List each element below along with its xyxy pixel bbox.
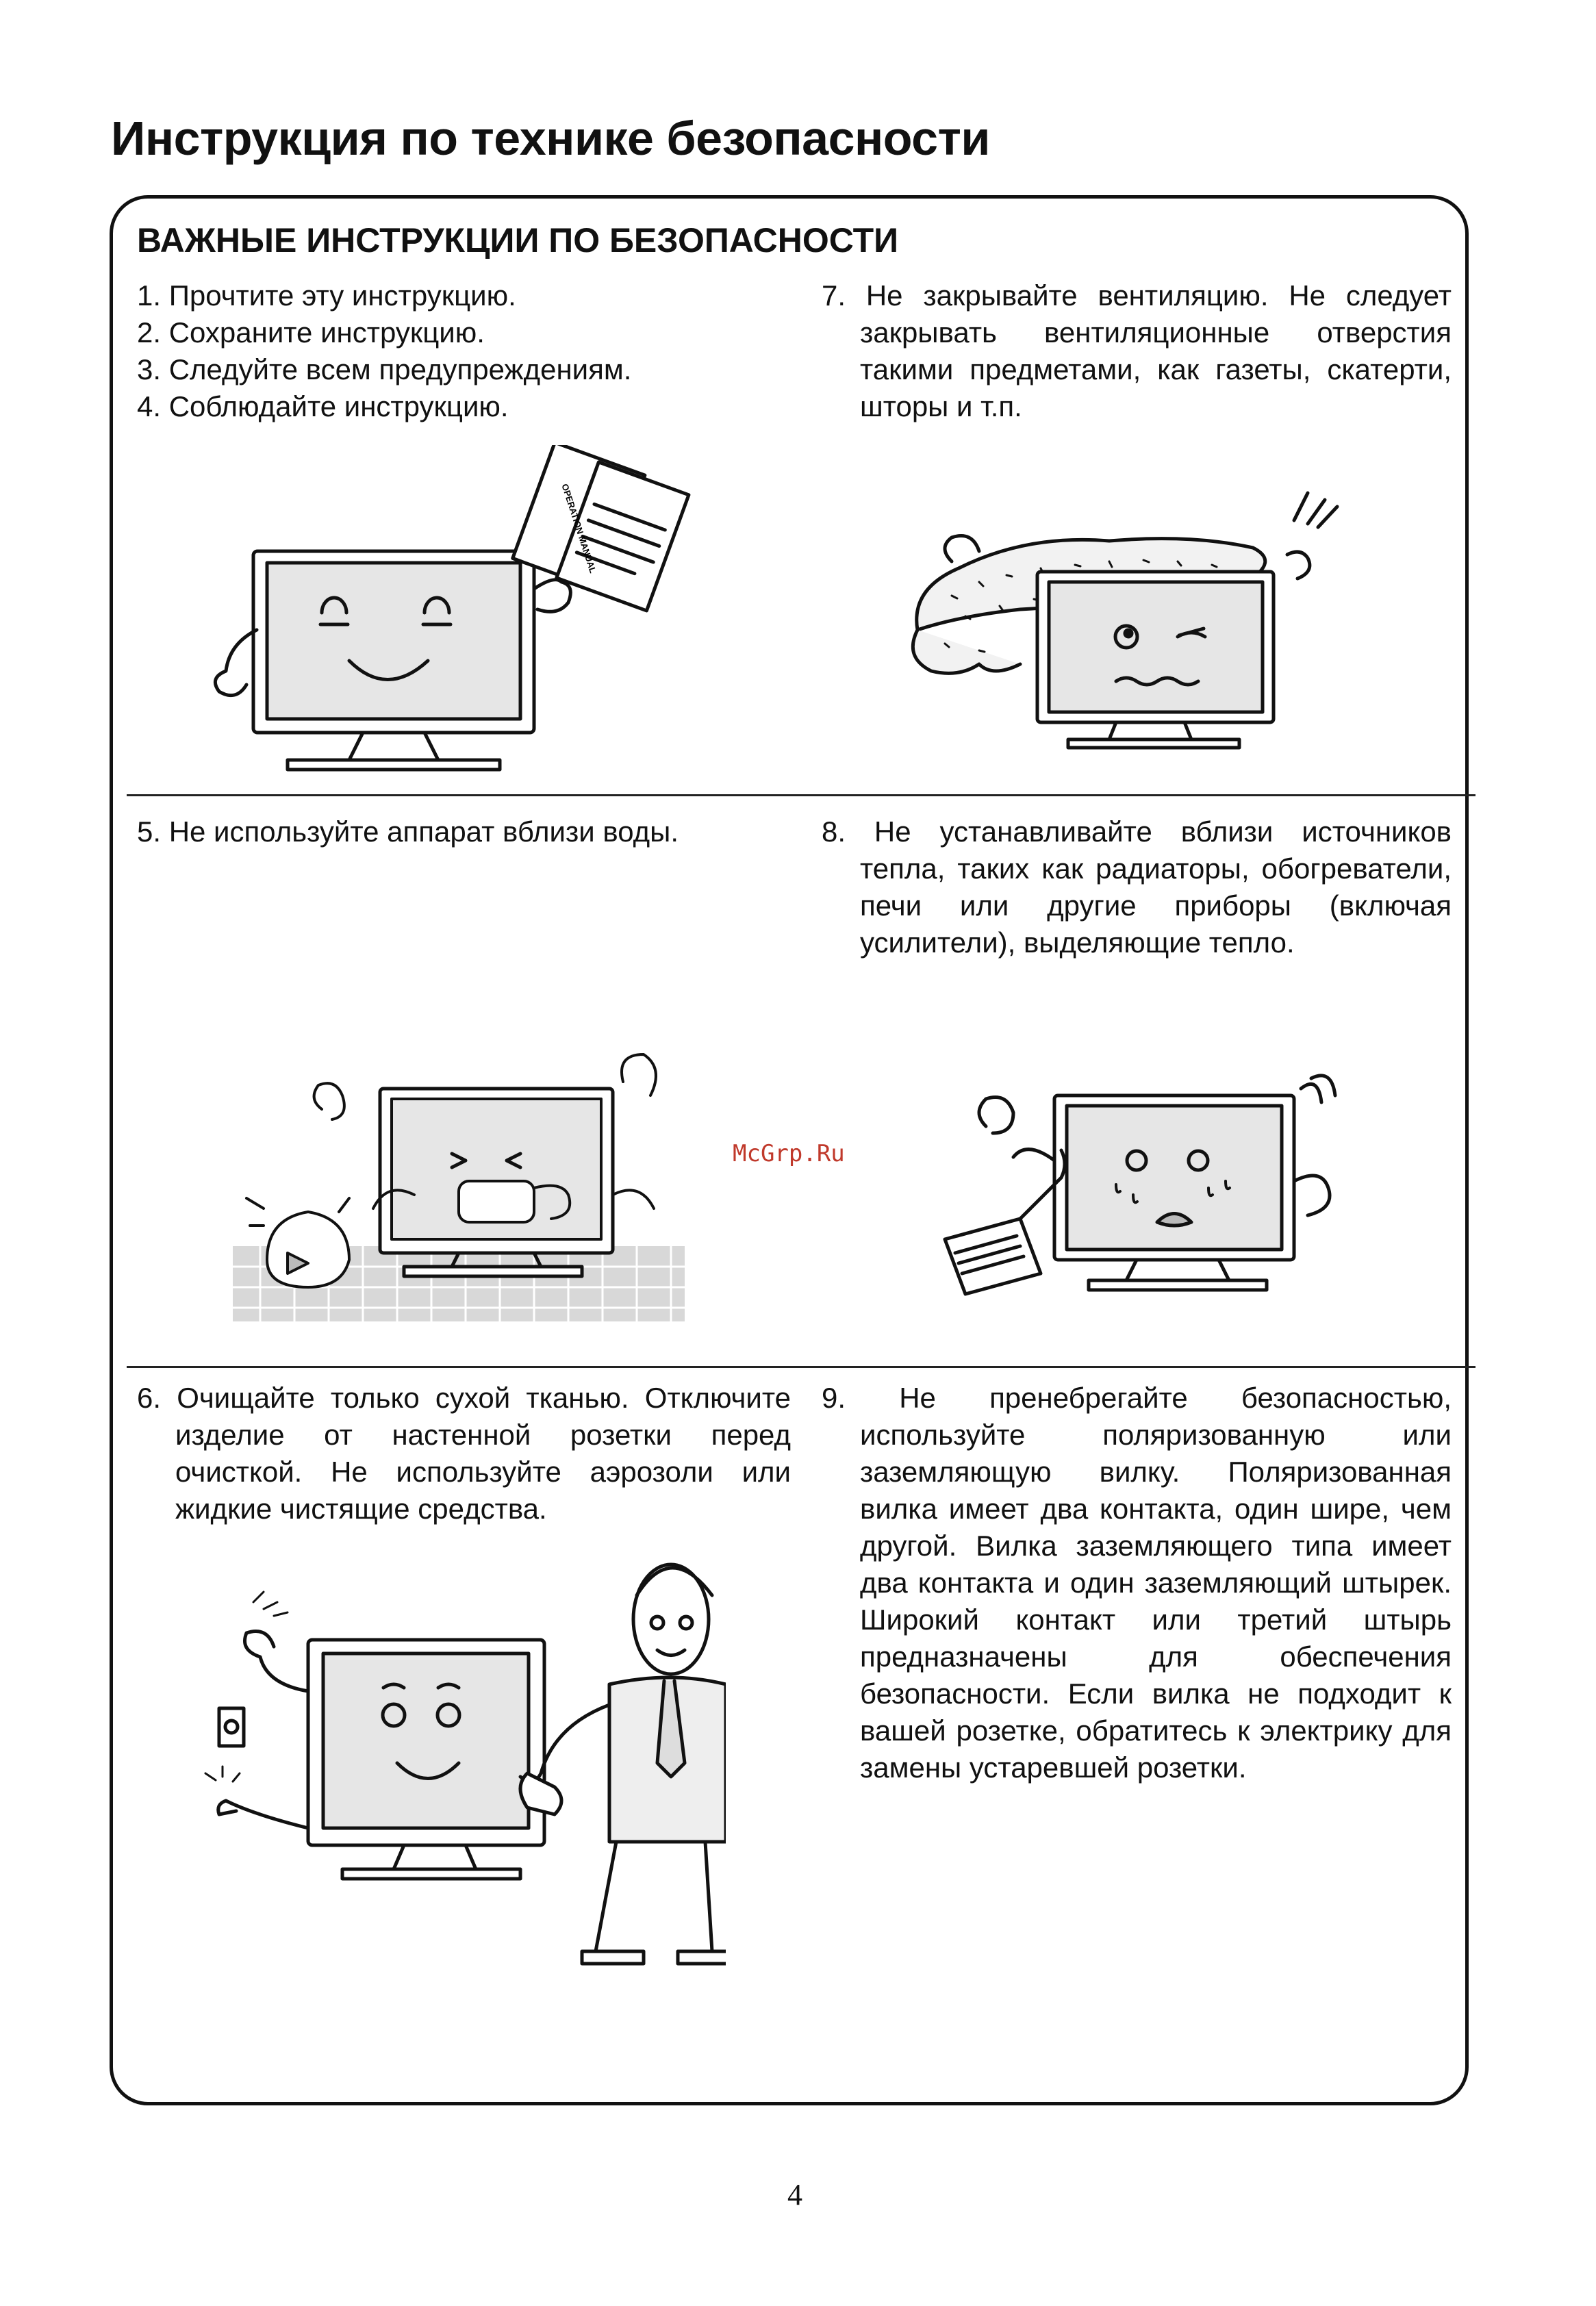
instructions-6: 6. Очищайте только сухой тканью. Отключи… [137, 1380, 791, 1528]
instruction-9: 9. Не пренебрегайте безопасностью, испол… [822, 1382, 1452, 1784]
row-divider-1 [127, 794, 1475, 796]
instruction-4: 4. Соблюдайте инструкцию. [137, 390, 509, 422]
instructions-9: 9. Не пренебрегайте безопасностью, испол… [822, 1380, 1452, 1786]
page-number: 4 [787, 2178, 802, 2212]
tv-covered-vents-illustration [897, 479, 1363, 774]
instruction-5: 5. Не используйте аппарат вблизи воды. [137, 815, 679, 848]
instructions-5: 5. Не используйте аппарат вблизи воды. [137, 813, 794, 850]
instruction-2: 2. Сохраните инструкцию. [137, 316, 485, 349]
row-divider-2 [127, 1366, 1475, 1368]
instructions-8: 8. Не устанавливайте вблизи источников т… [822, 813, 1452, 961]
man-cleaning-tv-illustration [199, 1554, 726, 1986]
instructions-7: 7. Не закрывайте вентиляцию. Не следует … [822, 277, 1452, 425]
instructions-1-4: 1. Прочтите эту инструкцию. 2. Сохраните… [137, 277, 794, 425]
instruction-6: 6. Очищайте только сухой тканью. Отключи… [137, 1382, 791, 1525]
tv-near-water-illustration [233, 1041, 685, 1328]
watermark: McGrp.Ru [733, 1140, 845, 1167]
section-title: ВАЖНЫЕ ИНСТРУКЦИИ ПО БЕЗОПАСНОСТИ [137, 221, 899, 259]
instruction-7: 7. Не закрывайте вентиляцию. Не следует … [822, 279, 1452, 422]
instructions-frame [110, 195, 1469, 2105]
page-title: Инструкция по технике безопасности [111, 112, 990, 165]
instruction-3: 3. Следуйте всем предупреждениям. [137, 353, 632, 385]
instruction-8: 8. Не устанавливайте вблизи источников т… [822, 815, 1452, 959]
tv-near-heater-illustration [931, 1072, 1356, 1332]
instruction-1: 1. Прочтите эту инструкцию. [137, 279, 516, 312]
tv-reading-manual-illustration: OPERATION MANUAL [205, 445, 726, 774]
